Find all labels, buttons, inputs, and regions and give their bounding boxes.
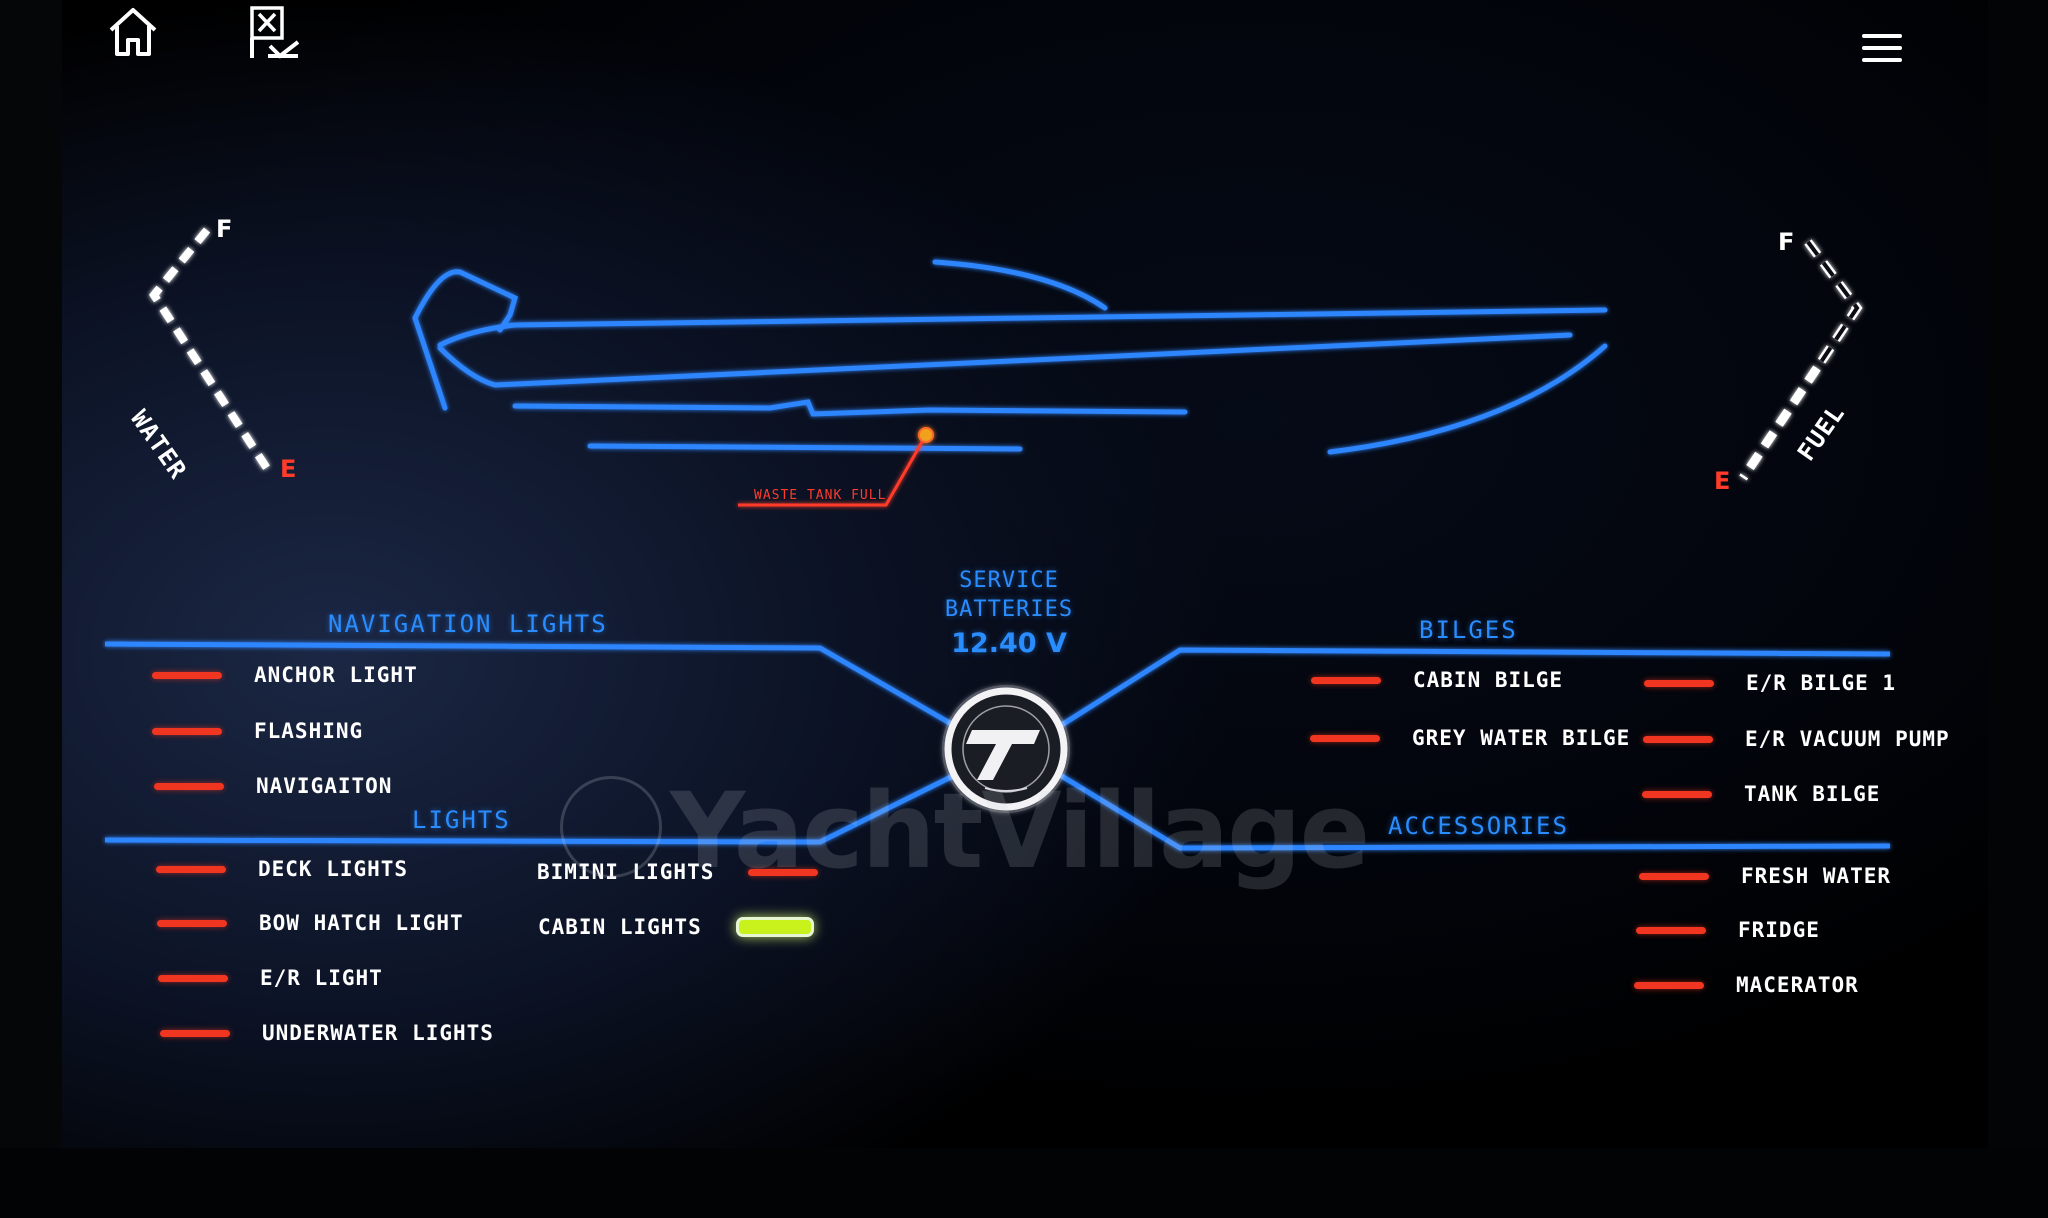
water-full-label: F xyxy=(216,215,233,243)
light-bow-hatch-toggle[interactable]: BOW HATCH LIGHT xyxy=(157,911,464,935)
battery-label-line2: BATTERIES xyxy=(944,597,1074,622)
flag-button[interactable] xyxy=(246,4,302,60)
toggle-label: E/R LIGHT xyxy=(260,966,383,990)
menu-button[interactable] xyxy=(1862,34,1902,66)
globe-icon xyxy=(560,776,662,878)
section-accessories: ACCESSORIES xyxy=(1388,812,1569,840)
status-indicator xyxy=(152,727,222,735)
battery-label-line1: SERVICE xyxy=(959,568,1059,593)
section-navigation-lights: NAVIGATION LIGHTS xyxy=(328,610,608,638)
status-indicator xyxy=(1639,872,1709,880)
home-icon xyxy=(109,8,157,56)
hamburger-menu-icon xyxy=(1862,34,1902,38)
flag-icon xyxy=(250,6,300,59)
home-button[interactable] xyxy=(106,6,160,58)
accessory-macerator-toggle[interactable]: MACERATOR xyxy=(1634,973,1859,997)
toggle-label: NAVIGAITON xyxy=(256,774,393,798)
battery-voltage: 12.40 V xyxy=(951,628,1067,659)
fuel-full-label: F xyxy=(1778,228,1795,256)
bilge-er-1-toggle[interactable]: E/R BILGE 1 xyxy=(1644,671,1896,695)
status-indicator xyxy=(160,1029,230,1037)
light-cabin-toggle[interactable]: CABIN LIGHTS xyxy=(538,915,814,939)
toggle-label: FRIDGE xyxy=(1738,918,1820,942)
light-deck-toggle[interactable]: DECK LIGHTS xyxy=(156,857,408,881)
status-indicator-on xyxy=(735,917,814,937)
toggle-label: GREY WATER BILGE xyxy=(1412,726,1631,750)
status-indicator xyxy=(1310,734,1380,742)
section-lights: LIGHTS xyxy=(412,806,511,834)
status-indicator xyxy=(1644,679,1714,687)
light-underwater-toggle[interactable]: UNDERWATER LIGHTS xyxy=(160,1021,494,1045)
toggle-label: CABIN BILGE xyxy=(1413,668,1564,692)
bilge-er-vacuum-pump-toggle[interactable]: E/R VACUUM PUMP xyxy=(1643,727,1950,751)
section-bilges: BILGES xyxy=(1419,616,1518,644)
nav-anchor-light-toggle[interactable]: ANCHOR LIGHT xyxy=(152,663,418,687)
fuel-empty-label: E xyxy=(1714,467,1731,495)
accessory-fresh-water-toggle[interactable]: FRESH WATER xyxy=(1639,864,1891,888)
bilge-cabin-toggle[interactable]: CABIN BILGE xyxy=(1311,668,1563,692)
toggle-label: CABIN LIGHTS xyxy=(538,915,702,939)
bezel-bottom xyxy=(0,1148,2048,1218)
status-indicator xyxy=(1643,735,1713,743)
divider-lines xyxy=(104,641,1891,851)
status-indicator xyxy=(154,782,224,790)
status-indicator xyxy=(1642,790,1712,798)
waste-callout xyxy=(738,427,934,507)
status-indicator xyxy=(1636,926,1706,934)
water-empty-label: E xyxy=(280,455,297,483)
toggle-label: MACERATOR xyxy=(1736,973,1859,997)
bezel-left xyxy=(0,0,62,1218)
water-gauge-bar xyxy=(149,227,272,473)
toggle-label: BOW HATCH LIGHT xyxy=(259,911,464,935)
waste-tank-alert: WASTE TANK FULL xyxy=(754,488,887,503)
status-indicator xyxy=(748,868,819,876)
toggle-label: E/R VACUUM PUMP xyxy=(1745,727,1950,751)
bilge-tank-toggle[interactable]: TANK BILGE xyxy=(1642,782,1880,806)
watermark: YachtVillage xyxy=(560,770,1490,892)
brand-emblem xyxy=(942,685,1070,813)
status-indicator xyxy=(1634,981,1704,989)
toggle-label: DECK LIGHTS xyxy=(258,857,409,881)
toggle-label: E/R BILGE 1 xyxy=(1746,671,1897,695)
toggle-label: FRESH WATER xyxy=(1741,864,1892,888)
service-battery-readout: SERVICE BATTERIES 12.40 V xyxy=(909,566,1109,659)
accessory-fridge-toggle[interactable]: FRIDGE xyxy=(1636,918,1820,942)
bezel-right xyxy=(1988,0,2048,1218)
toggle-label: TANK BILGE xyxy=(1744,782,1881,806)
nav-navigation-toggle[interactable]: NAVIGAITON xyxy=(154,774,392,798)
bilge-grey-water-toggle[interactable]: GREY WATER BILGE xyxy=(1310,726,1630,750)
toggle-label: FLASHING xyxy=(254,719,364,743)
status-indicator xyxy=(152,671,222,679)
status-indicator xyxy=(158,974,228,982)
status-indicator xyxy=(157,919,227,927)
nav-flashing-toggle[interactable]: FLASHING xyxy=(152,719,363,743)
toggle-label: UNDERWATER LIGHTS xyxy=(262,1021,494,1045)
boat-outline xyxy=(412,259,1608,455)
status-indicator xyxy=(1311,676,1381,684)
watermark-text: YachtVillage xyxy=(670,770,1370,892)
toggle-label: ANCHOR LIGHT xyxy=(254,663,418,687)
fuel-gauge-bar xyxy=(1739,239,1863,481)
light-er-toggle[interactable]: E/R LIGHT xyxy=(158,966,383,990)
status-indicator xyxy=(156,865,226,873)
